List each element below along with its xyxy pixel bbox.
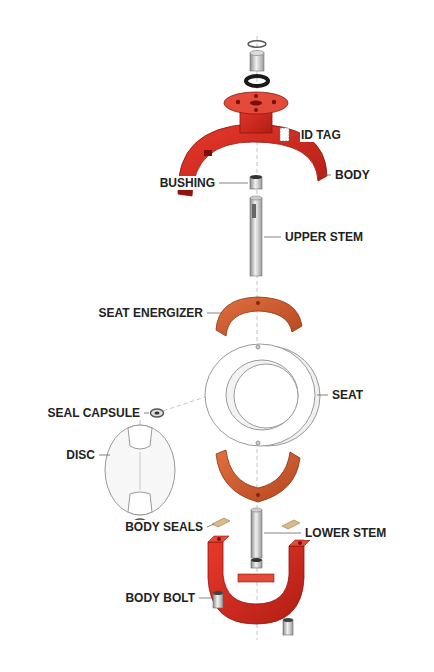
seat-energizer: [216, 450, 300, 502]
seat-energizer: [216, 297, 302, 336]
bushing: [250, 175, 262, 189]
seat: [205, 344, 320, 446]
leader-line: [99, 135, 331, 598]
lower-stem: [251, 508, 262, 568]
upper-stem: [250, 196, 262, 276]
part-label: SEAL CAPSULE: [47, 406, 141, 420]
body-seals: [212, 518, 300, 529]
part-label: SEAT: [331, 388, 364, 402]
top-hardware: [246, 41, 268, 86]
part-label: ID TAG: [300, 128, 342, 142]
part-label: LOWER STEM: [304, 526, 387, 540]
part-label: BUSHING: [159, 176, 216, 190]
part-label: BODY: [334, 168, 371, 182]
part-label: DISC: [65, 448, 96, 462]
body-bolt: [213, 591, 293, 635]
part-label: BODY SEALS: [124, 520, 204, 534]
part-label: SEAT ENERGIZER: [98, 306, 204, 320]
id-tag: [280, 128, 289, 141]
part-label: BODY BOLT: [124, 591, 196, 605]
body: [208, 536, 310, 624]
part-label: UPPER STEM: [284, 230, 364, 244]
disc: [105, 425, 175, 515]
